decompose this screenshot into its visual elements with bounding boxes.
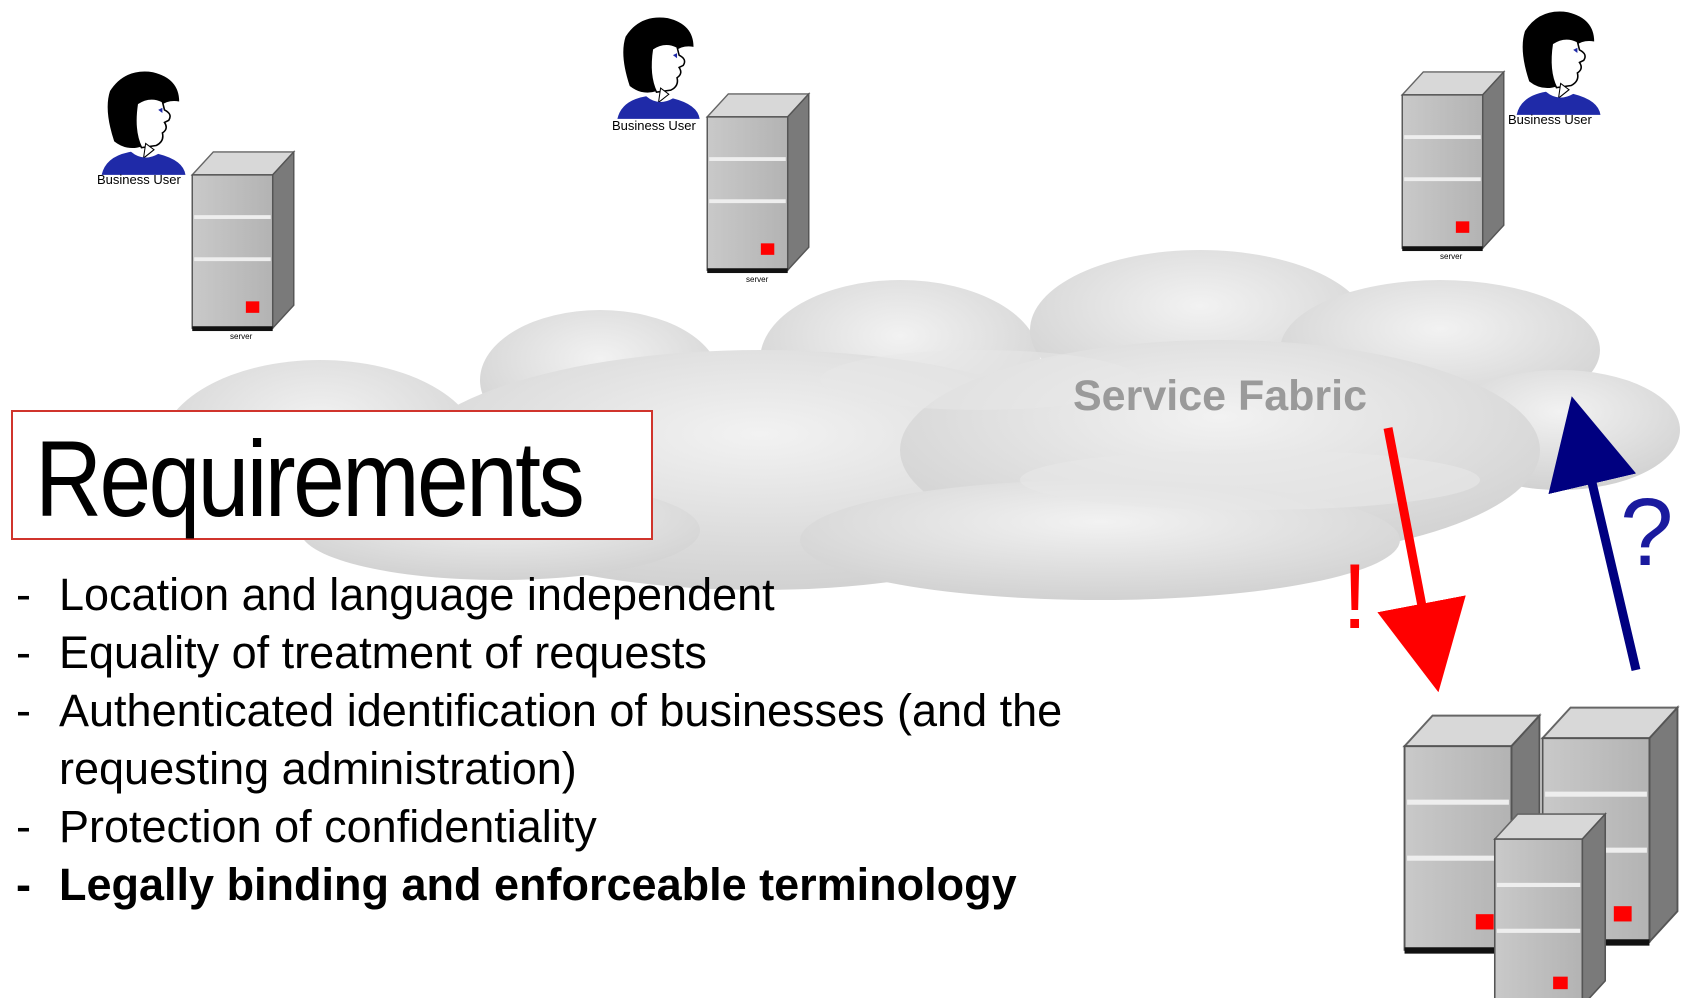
list-item-text: Protection of confidentiality: [59, 801, 597, 852]
list-item-text: Location and language independent: [59, 569, 775, 620]
user-group-right: [1401, 10, 1602, 252]
server-label: server: [1440, 252, 1463, 261]
list-item-text: Legally binding and enforceable terminol…: [59, 859, 1017, 910]
response-arrow: [1377, 427, 1466, 693]
service-fabric-label: Service Fabric: [1073, 372, 1368, 420]
server-label: server: [230, 332, 253, 341]
server-cluster: [1403, 706, 1679, 998]
list-item: - Legally binding and enforceable termin…: [16, 856, 1179, 914]
business-user-icon: [1515, 10, 1602, 116]
list-item-text: Equality of treatment of requests: [59, 627, 707, 678]
list-dash: -: [16, 627, 31, 678]
request-mark: ?: [1620, 479, 1674, 586]
user-group-left: [100, 70, 295, 332]
requirements-title: Requirements: [35, 418, 585, 539]
list-item: - Equality of treatment of requests: [16, 624, 1179, 682]
server-icon: [1493, 813, 1607, 998]
business-user-icon: [100, 70, 187, 176]
server-icon: [191, 151, 295, 332]
list-item-text: Authenticated identification of business…: [59, 685, 1063, 794]
business-user-icon: [616, 16, 701, 120]
business-user-label: Business User: [612, 118, 696, 133]
list-item: - Protection of confidentiality: [16, 798, 1179, 856]
request-arrow: [1548, 396, 1641, 672]
business-user-label: Business User: [1508, 112, 1592, 127]
requirements-list: - Location and language independent - Eq…: [16, 566, 1179, 914]
list-item: - Authenticated identification of busine…: [16, 682, 1179, 798]
list-dash: -: [16, 685, 31, 736]
response-mark: !: [1342, 546, 1368, 648]
server-label: server: [746, 275, 769, 284]
business-user-label: Business User: [97, 172, 181, 187]
list-dash: -: [16, 801, 31, 852]
server-icon: [1401, 71, 1505, 252]
list-item: - Location and language independent: [16, 566, 1179, 624]
list-dash: -: [16, 569, 31, 620]
user-group-middle: [616, 16, 810, 274]
server-icon: [706, 93, 810, 274]
list-dash: -: [16, 859, 31, 910]
requirements-title-box: Requirements: [11, 410, 653, 540]
